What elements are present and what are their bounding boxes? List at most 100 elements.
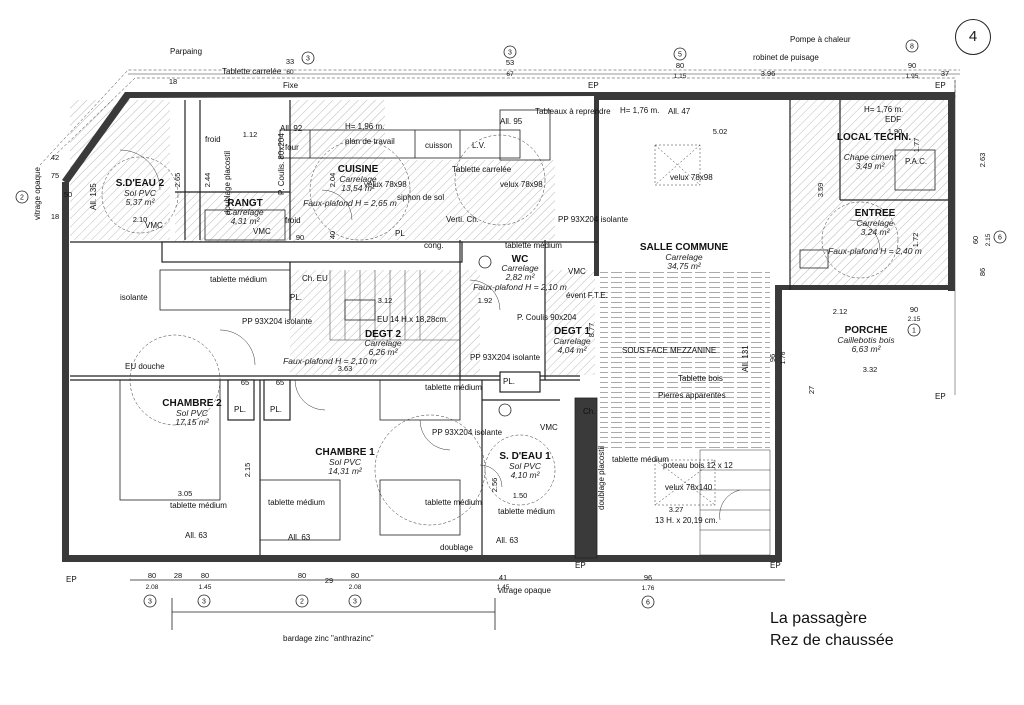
label-mezzanine: SOUS FACE MEZZANINE xyxy=(622,346,716,355)
label-lv: L.V. xyxy=(472,141,486,150)
dim-text: 2.15 xyxy=(908,316,921,323)
label-verti: Verti. Ch. xyxy=(446,215,479,224)
dim-text: 37 xyxy=(941,69,949,78)
dim-text: 50 xyxy=(64,190,72,199)
dim-text: 18 xyxy=(51,212,59,221)
dim-text: 8.77 xyxy=(587,323,596,338)
label-tablette-medium4: tablette médium xyxy=(170,501,227,510)
svg-text:3: 3 xyxy=(148,599,152,606)
dim-text: 2.44 xyxy=(203,173,212,188)
svg-text:3: 3 xyxy=(202,599,206,606)
ep-label: EP xyxy=(575,561,586,570)
section-tag: 1 xyxy=(907,323,921,337)
velux-rects xyxy=(654,144,716,506)
dim-text: 3.12 xyxy=(378,296,393,305)
label-velux4: velux 78x140 xyxy=(665,483,713,492)
dim-text: 1.95 xyxy=(906,73,919,80)
dim-text: 3.27 xyxy=(669,505,684,514)
dim-text: 80 xyxy=(676,61,684,70)
section-tag: 6 xyxy=(993,230,1007,244)
room-finish-entree: Carrelage xyxy=(856,218,894,228)
label-marches2: 14 H.x 18,28cm. xyxy=(390,315,448,324)
room-name-porche: PORCHE xyxy=(845,325,888,336)
label-tableaux: Tableaux à reprendre xyxy=(535,107,611,116)
label-pp-isolante2: PP 93X204 isolante xyxy=(242,317,313,326)
label-robinet: robinet de puisage xyxy=(753,53,819,62)
label-poteau: poteau bois 12 x 12 xyxy=(663,461,733,470)
label-marches: 13 H. x 20,19 cm. xyxy=(655,516,718,525)
section-tag: 3 xyxy=(503,45,517,59)
dim-text: 60 xyxy=(286,69,294,76)
outer-walls xyxy=(62,92,955,562)
label-four: four xyxy=(285,143,299,152)
room-name-rangt: RANGT xyxy=(227,198,263,209)
label-doublage-placostil2: doublage placostil xyxy=(597,446,606,510)
dim-text: 80 xyxy=(148,571,156,580)
dimensions: 33 60 53 67 80 1.15 3.96 90 1.95 37 5.02… xyxy=(51,57,992,592)
label-cong: cong. xyxy=(424,241,444,250)
label-doublage: doublage xyxy=(440,543,473,552)
room-name-wc: WC xyxy=(512,254,529,265)
label-pierres: Pierres apparentes xyxy=(658,391,726,400)
label-froid1: froid xyxy=(205,135,221,144)
svg-text:3: 3 xyxy=(353,599,357,606)
dim-text: 1.45 xyxy=(199,584,212,591)
ep-label: EP xyxy=(770,561,781,570)
label-pp-isolante4: PP 93X204 isolante xyxy=(432,428,503,437)
dim-text: 90 xyxy=(296,233,304,242)
section-tag: 3 xyxy=(348,594,362,608)
label-edf: EDF xyxy=(885,115,901,124)
room-area-entree: 3,24 m² xyxy=(861,227,891,237)
label-vitrage2: vitrage opaque xyxy=(498,586,551,595)
ep-label: EP xyxy=(935,81,946,90)
allege-label: All. 63 xyxy=(185,531,208,540)
dim-text: 1.92 xyxy=(478,296,493,305)
label-pl5: PL. xyxy=(503,377,515,386)
dim-text: 3.63 xyxy=(338,364,353,373)
ceiling-cuisine: Faux-plafond H = 2,65 m xyxy=(303,198,397,208)
allege-label: All. 47 xyxy=(668,107,691,116)
label-eu-douche: EU douche xyxy=(125,362,165,371)
label-event: évent F.T.E. xyxy=(566,291,608,300)
dim-text: 2.10 xyxy=(133,215,148,224)
dim-text: 1.45 xyxy=(497,584,510,591)
label-bardage: bardage zinc "anthrazinc" xyxy=(283,634,374,643)
dim-text: 2.15 xyxy=(985,233,992,246)
dim-text: 96 xyxy=(644,573,652,582)
bardage-line xyxy=(130,579,785,630)
label-pl1: PL xyxy=(395,229,405,238)
dim-text: 65 xyxy=(241,378,249,387)
dim-text: 18 xyxy=(169,77,177,86)
label-froid2: froid xyxy=(285,216,301,225)
dim-text: 80 xyxy=(351,571,359,580)
room-area-degt1: 4,04 m² xyxy=(558,345,588,355)
dim-text: 75 xyxy=(51,171,59,180)
room-area-porche: 6,63 m² xyxy=(852,344,882,354)
dim-text: 1.12 xyxy=(243,130,258,139)
label-tablette-medium1: tablette médium xyxy=(210,275,267,284)
title-project: La passagère xyxy=(770,610,867,627)
svg-text:5: 5 xyxy=(678,52,682,59)
ceiling-wc: Faux-plafond H = 2,10 m xyxy=(473,282,567,292)
label-tablette-medium3: tablette médium xyxy=(425,383,482,392)
dim-text: 40 xyxy=(328,231,337,239)
section-tag: 3 xyxy=(301,51,315,65)
section-tag: 8 xyxy=(905,39,919,53)
room-finish-chambre2: Sol PVC xyxy=(176,408,209,418)
dim-text: 28 xyxy=(174,571,182,580)
room-area-wc: 2,82 m² xyxy=(505,272,536,282)
label-pl4: PL. xyxy=(270,405,282,414)
dim-text: 2.08 xyxy=(349,584,362,591)
dim-text: 1.76 xyxy=(780,351,787,364)
room-finish-degt1: Carrelage xyxy=(553,336,591,346)
label-fixe: Fixe xyxy=(283,81,299,90)
label-parpaing: Parpaing xyxy=(170,47,202,56)
section-tag: 6 xyxy=(641,595,655,609)
label-ch1: Ch. xyxy=(583,407,595,416)
label-h196: H= 1,96 m. xyxy=(345,122,384,131)
ceiling-entree: Faux-plafond H = 2,40 m xyxy=(828,246,922,256)
room-finish-sdeau1: Sol PVC xyxy=(509,461,542,471)
dim-text: 33 xyxy=(286,57,294,66)
room-name-salle: SALLE COMMUNE xyxy=(640,242,729,253)
svg-text:3: 3 xyxy=(508,50,512,57)
